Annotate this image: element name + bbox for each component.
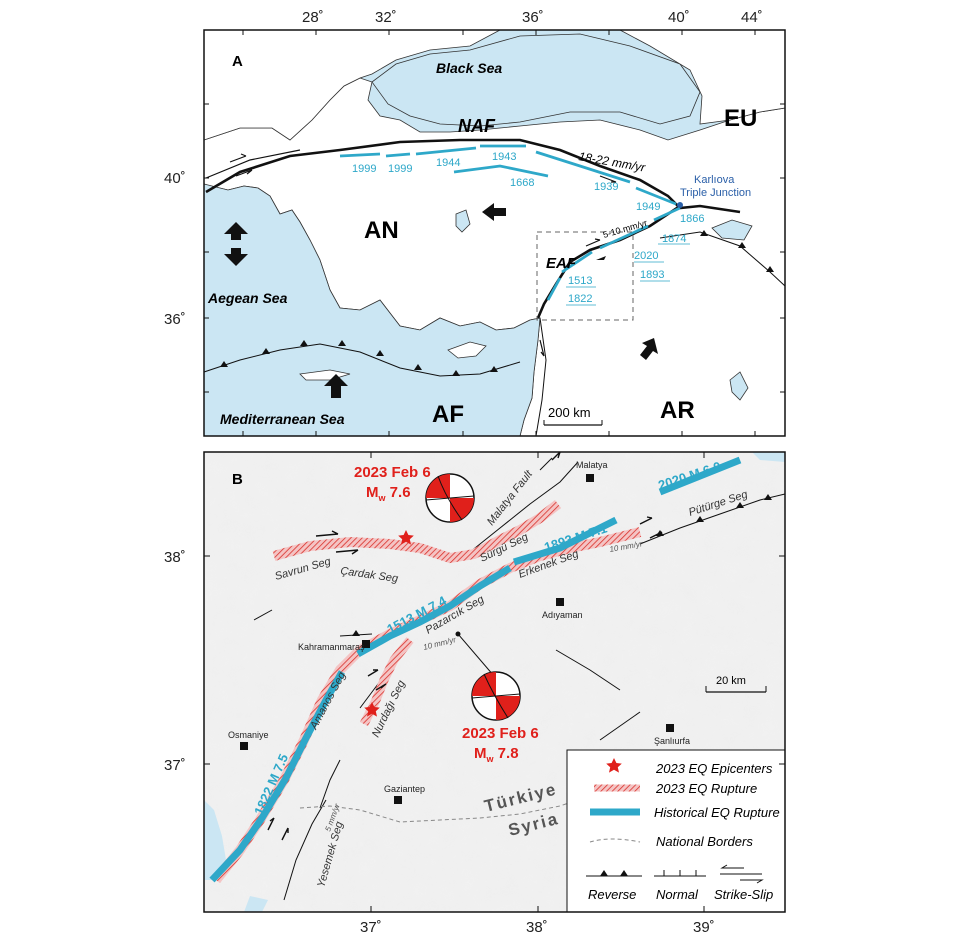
focal-mechanism-2 (455, 631, 521, 721)
eaf-year-1822: 1822 (568, 293, 592, 305)
panel-b: 2023 EQ Epicenters 2023 EQ Rupture Histo… (164, 451, 786, 936)
lake-van (711, 219, 753, 241)
lat-tick-37: 37˚ (164, 757, 186, 774)
lon-tick-36: 36˚ (522, 9, 544, 26)
legend-border-icon (589, 838, 641, 843)
strike-slip-symbols-a (229, 153, 617, 357)
lon-tick-37: 37˚ (360, 919, 382, 936)
eaf-year-1893: 1893 (640, 269, 664, 281)
black-sea (371, 33, 701, 127)
city-kahramanmaras: Kahramanmaraş (298, 642, 365, 652)
triple-junction-marker (677, 202, 683, 208)
lon-tick-40: 40˚ (668, 9, 690, 26)
triple-junction-label-1: Karlıova (694, 174, 735, 186)
legend-star-icon (606, 758, 622, 773)
lat-tick-40: 40˚ (164, 170, 186, 187)
arrow-icon-eaf-ss (596, 256, 606, 260)
aegean-sea-label: Aegean Sea (207, 290, 288, 306)
city-adiyaman: Adıyaman (542, 610, 583, 620)
plate-af: AF (432, 401, 464, 428)
city-gaziantep: Gaziantep (384, 784, 425, 794)
islands-right (729, 371, 749, 401)
eaf-year-2020: 2020 (634, 250, 658, 262)
naf-year-1668: 1668 (510, 177, 534, 189)
naf-label: NAF (458, 116, 496, 136)
dead-sea-fault (535, 317, 547, 437)
legend-strike-slip-icon (720, 864, 764, 884)
panel-a: 28˚ 32˚ 36˚ 40˚ 44˚ 40˚ 36˚ A Black Sea … (164, 9, 786, 437)
legend-reverse: Reverse (588, 887, 636, 902)
legend-historical: Historical EQ Rupture (654, 805, 780, 820)
lon-tick-28: 28˚ (302, 9, 324, 26)
arrow-icon-aegean-down (224, 248, 248, 266)
city-osmaniye: Osmaniye (228, 730, 269, 740)
strike-slip-symbols-b (267, 451, 663, 841)
mediterranean-sea-label: Mediterranean Sea (220, 411, 345, 427)
epicenter-star-1 (398, 530, 414, 545)
scale-label-a: 200 km (548, 405, 591, 420)
city-sanliurfa: Şanlıurfa (654, 736, 690, 746)
plate-an: AN (364, 217, 399, 244)
eq2-title: 2023 Feb 6 (462, 725, 539, 742)
plate-eu: EU (724, 105, 757, 132)
arrow-icon-af (324, 374, 348, 398)
triple-junction-label-2: Triple Junction (680, 187, 751, 199)
europe-land (203, 29, 501, 141)
lat-tick-36: 36˚ (164, 311, 186, 328)
arrow-icon-an (482, 203, 506, 221)
naf-year-1943: 1943 (492, 151, 516, 163)
naf-year-1949: 1949 (636, 201, 660, 213)
naf-year-1939: 1939 (594, 181, 618, 193)
eaf-label: EAF (546, 255, 577, 272)
historical-ruptures-b (209, 456, 742, 883)
arrow-icon-aegean-up (224, 222, 248, 240)
legend-epicenters: 2023 EQ Epicenters (655, 761, 773, 776)
trench-teeth (220, 340, 498, 376)
sea-bottom-left (204, 800, 228, 880)
epicenter-star-2 (364, 702, 380, 717)
panel-b-frame (203, 451, 786, 913)
panel-a-label: A (232, 53, 243, 70)
plate-ar: AR (660, 397, 695, 424)
panel-a-frame (203, 29, 786, 437)
lat-tick-38: 38˚ (164, 549, 186, 566)
sea-bottom (244, 896, 268, 912)
city-malatya: Malatya (576, 460, 608, 470)
eaf-year-1513: 1513 (568, 275, 592, 287)
hellenic-trench (203, 343, 521, 377)
national-border (299, 783, 641, 823)
arrow-icon-ar (640, 338, 658, 360)
eq1-title: 2023 Feb 6 (354, 464, 431, 481)
panel-b-label: B (232, 471, 243, 488)
naf-year-1999b: 1999 (388, 163, 412, 175)
legend-strike-slip: Strike-Slip (714, 887, 773, 902)
legend-borders: National Borders (656, 834, 753, 849)
sea-top-right (752, 452, 785, 462)
plate-motion-arrows (224, 203, 658, 398)
lon-tick-39: 39˚ (693, 919, 715, 936)
focal-mechanism-1 (425, 473, 475, 523)
naf-year-1866: 1866 (680, 213, 704, 225)
city-markers (240, 474, 674, 804)
legend-normal: Normal (656, 887, 699, 902)
legend-rupture: 2023 EQ Rupture (655, 781, 757, 796)
legend-normal-icon (663, 870, 697, 876)
naf-year-1999a: 1999 (352, 163, 376, 175)
eq1-mag: Mw 7.6 (366, 484, 411, 503)
inset-box (536, 231, 634, 321)
lon-tick-44: 44˚ (741, 9, 763, 26)
scale-label-b: 20 km (716, 675, 746, 687)
eq2-mag: Mw 7.8 (474, 745, 519, 764)
cyprus (447, 341, 487, 359)
legend: 2023 EQ Epicenters 2023 EQ Rupture Histo… (566, 749, 786, 913)
lake (455, 209, 471, 233)
lon-tick-32: 32˚ (375, 9, 397, 26)
naf-year-1944: 1944 (436, 157, 460, 169)
legend-reverse-icon (600, 870, 628, 876)
black-sea-label: Black Sea (436, 60, 502, 76)
historical-ruptures-a (339, 144, 681, 301)
naf-branch (205, 149, 301, 179)
lon-tick-38: 38˚ (526, 919, 548, 936)
eaf-year-1874: 1874 (662, 233, 686, 245)
